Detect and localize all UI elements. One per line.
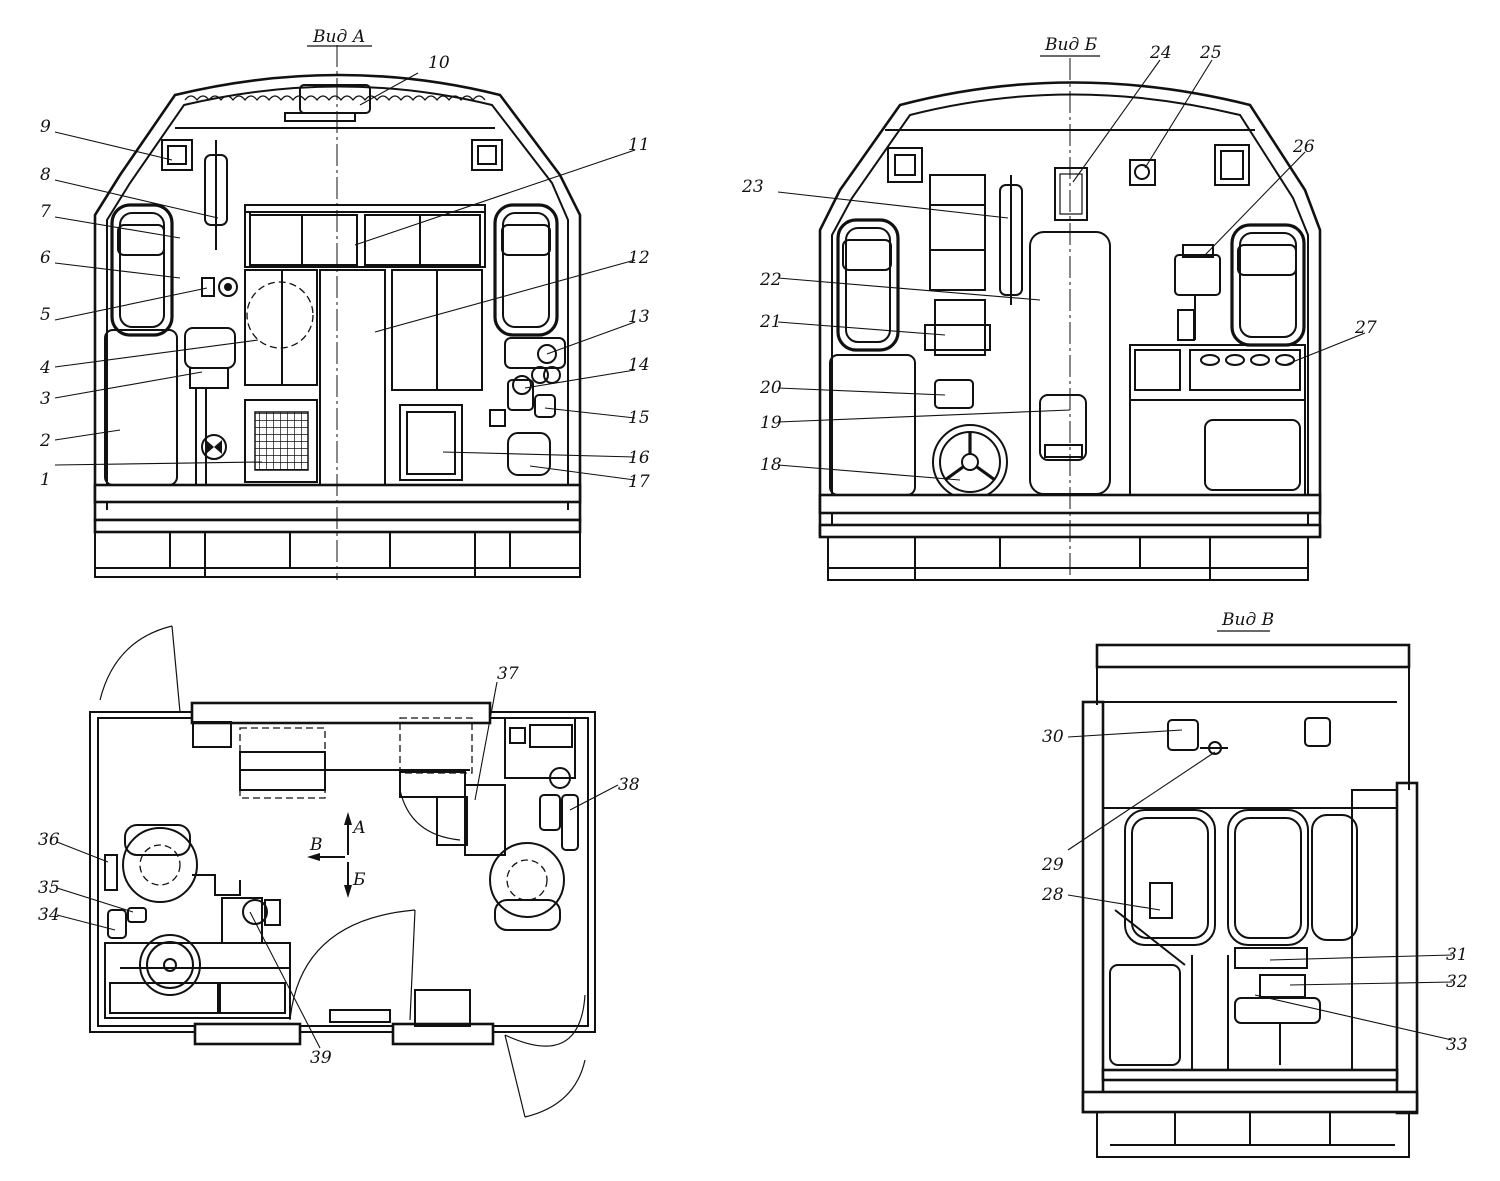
callout-35: 35	[38, 878, 60, 898]
callout-25: 25	[1199, 43, 1222, 63]
callout-36: 36	[38, 830, 60, 850]
callout-33: 33	[1446, 1035, 1468, 1055]
callout-28: 28	[1041, 885, 1064, 905]
callout-11: 11	[628, 135, 650, 155]
callout-32: 32	[1446, 972, 1468, 992]
callout-9: 9	[40, 117, 51, 137]
callout-22: 22	[759, 270, 782, 290]
callout-18: 18	[760, 455, 782, 475]
callout-26: 26	[1292, 137, 1315, 157]
cab-plan-view	[89, 625, 596, 1118]
view-a-callouts	[54, 72, 636, 481]
view-b-title: Вид Б	[1044, 35, 1098, 55]
view-a-cab-front-elevation	[93, 45, 582, 580]
callout-19: 19	[760, 413, 782, 433]
callout-14: 14	[628, 355, 650, 375]
callout-38: 38	[618, 775, 640, 795]
callout-5: 5	[40, 305, 51, 325]
callout-17: 17	[628, 472, 650, 492]
callout-37: 37	[497, 664, 519, 684]
callout-2: 2	[39, 431, 51, 451]
callout-24: 24	[1149, 43, 1172, 63]
plan-arrow-a-label: А	[352, 818, 366, 838]
callout-7: 7	[40, 202, 51, 222]
callout-12: 12	[628, 248, 650, 268]
callout-8: 8	[40, 165, 51, 185]
callout-29: 29	[1041, 855, 1064, 875]
callout-13: 13	[628, 307, 650, 327]
view-v-title: Вид В	[1221, 610, 1274, 630]
callout-21: 21	[759, 312, 782, 332]
view-b-cab-rear-elevation	[818, 58, 1322, 581]
view-v-cab-side-elevation	[1081, 643, 1419, 1158]
callout-30: 30	[1042, 727, 1064, 747]
plan-callouts	[56, 681, 619, 1049]
plan-arrow-b-label: Б	[352, 870, 366, 890]
view-v-callouts	[1067, 729, 1453, 1041]
view-b-callouts	[777, 59, 1366, 481]
callout-4: 4	[39, 358, 51, 378]
callout-31: 31	[1446, 945, 1468, 965]
plan-arrow-v-label: В	[309, 835, 323, 855]
callout-39: 39	[310, 1048, 332, 1068]
callout-1: 1	[40, 470, 51, 490]
callout-27: 27	[1354, 318, 1377, 338]
callout-16: 16	[628, 448, 650, 468]
callout-6: 6	[40, 248, 51, 268]
callout-23: 23	[741, 177, 764, 197]
view-a-title: Вид А	[312, 27, 366, 47]
callout-10: 10	[428, 53, 450, 73]
callout-15: 15	[628, 408, 650, 428]
callout-20: 20	[759, 378, 782, 398]
callout-34: 34	[38, 905, 60, 925]
callout-3: 3	[40, 389, 51, 409]
